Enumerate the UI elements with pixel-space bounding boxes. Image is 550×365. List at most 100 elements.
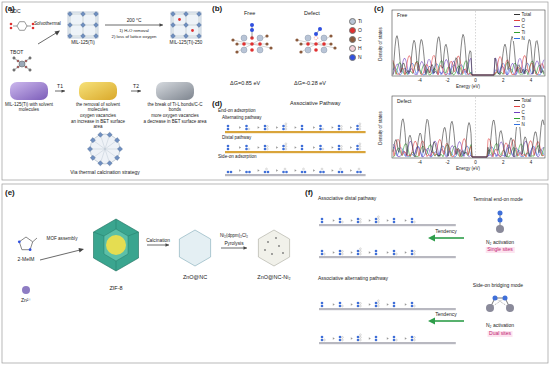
nitrogen-atom [321,305,324,308]
nitrogen-atom [375,302,378,305]
octahedron [94,23,99,28]
line-sample [514,118,520,119]
hydrogen-atom [324,253,326,255]
nitrogen-atom [319,125,322,128]
nitrogen-atom [375,305,378,308]
nitrogen-atom [314,32,318,36]
nitrogen-atom [339,221,342,224]
octahedron [68,23,73,28]
octahedron [184,34,189,39]
octahedron [184,12,189,17]
figure-label: TBOT [10,50,23,56]
hydrogen-atom [342,337,344,339]
figure-label: Side-on adsorption [218,154,257,159]
octahedron [94,12,99,17]
linker [105,140,117,149]
legend-text: Total [522,98,532,103]
nitrogen-atom [321,221,324,224]
octahedron [197,34,202,39]
nitrogen-atom [393,218,396,221]
octahedron [117,146,122,151]
bdc-molecule [13,22,31,31]
legend-text: O [522,104,526,109]
hydrogen-atom [378,300,380,302]
hydrogen-atom [324,339,326,341]
carbon-atom [299,42,302,45]
hydrogen-atom [360,303,362,305]
legend-row: N [513,36,526,41]
connector-line [105,25,163,26]
hydrogen-atom [359,143,361,145]
nitrogen-atom [321,218,324,221]
hydrogen-atom [360,334,362,336]
figure-label: Solvothermal [34,21,61,26]
hydrogen-atom [378,221,380,223]
legend-text: Ti [522,30,526,35]
zinc-ion [22,286,30,294]
dos-curve [393,34,544,75]
nitrogen-atom [282,171,285,174]
node-text: an increase in BET surface area [66,119,130,129]
carbon-atom [235,42,238,45]
figure-label: Tendency [435,312,456,318]
nitrogen-atom [267,171,270,174]
step-arrow [369,251,371,254]
hydrogen-atom [360,305,362,307]
nitrogen-atom [357,253,360,256]
nitrogen-atom [227,145,230,148]
nitrogen-atom [321,339,324,342]
step-arrow [405,303,407,306]
line-sample [514,112,520,113]
hydrogen-atom [285,123,287,125]
titanium-atom [321,47,327,53]
hydrogen-atom [378,303,380,305]
legend-row: Ti [513,116,526,121]
legend-text: N [522,122,525,127]
step-arrow [333,337,335,340]
octahedron [68,12,73,17]
linker [93,149,105,158]
tbot-molecule [13,57,31,71]
carbon-atom [269,46,272,49]
figure-label: -4 [418,78,422,83]
node-box: the break of Ti-L bonds/C-C bondsmore ox… [142,80,208,124]
octahedron [115,138,120,143]
hydrogen-atom [359,146,361,148]
legend-row: C [348,36,363,43]
step-arrow [276,126,278,129]
legend-row: Ti [513,30,526,35]
connector [55,89,65,93]
figure-label: Via thermal calcination strategy [70,170,139,176]
octahedron [81,34,86,39]
octahedron [171,12,176,17]
ni-sites [264,237,284,255]
nitrogen-atom [357,250,360,253]
titanium-atom [241,35,247,41]
legend-row: O [513,18,526,23]
carbon-atom [299,50,302,53]
nitrogen-atom [321,302,324,305]
nitrogen-atom [301,128,304,131]
nitrogen-atom [245,125,248,128]
nitrogen-atom [375,250,378,253]
hydrogen-atom [359,128,361,130]
step-arrow [333,303,335,306]
node-box: ZnO@NC-Ni₂ [248,222,300,280]
figure-label: End-on adsorption [218,108,256,113]
legend-row: C [513,24,526,29]
linker [105,149,110,163]
figure-label: N₂ activation [486,323,514,329]
nitrogen-atom [411,336,414,339]
carbon-atom [231,38,234,41]
hydrogen-atom [359,148,361,150]
figure-label: Associative alternating pathway [318,276,388,282]
octahedron [107,161,112,166]
step-arrow [295,146,297,149]
hydrogen-atom [360,337,362,339]
hydrogen-atom [342,339,344,341]
hydrogen-atom [267,128,269,130]
nitrogen-atom [245,128,248,131]
figure-label: Zn²⁺ [21,298,31,304]
